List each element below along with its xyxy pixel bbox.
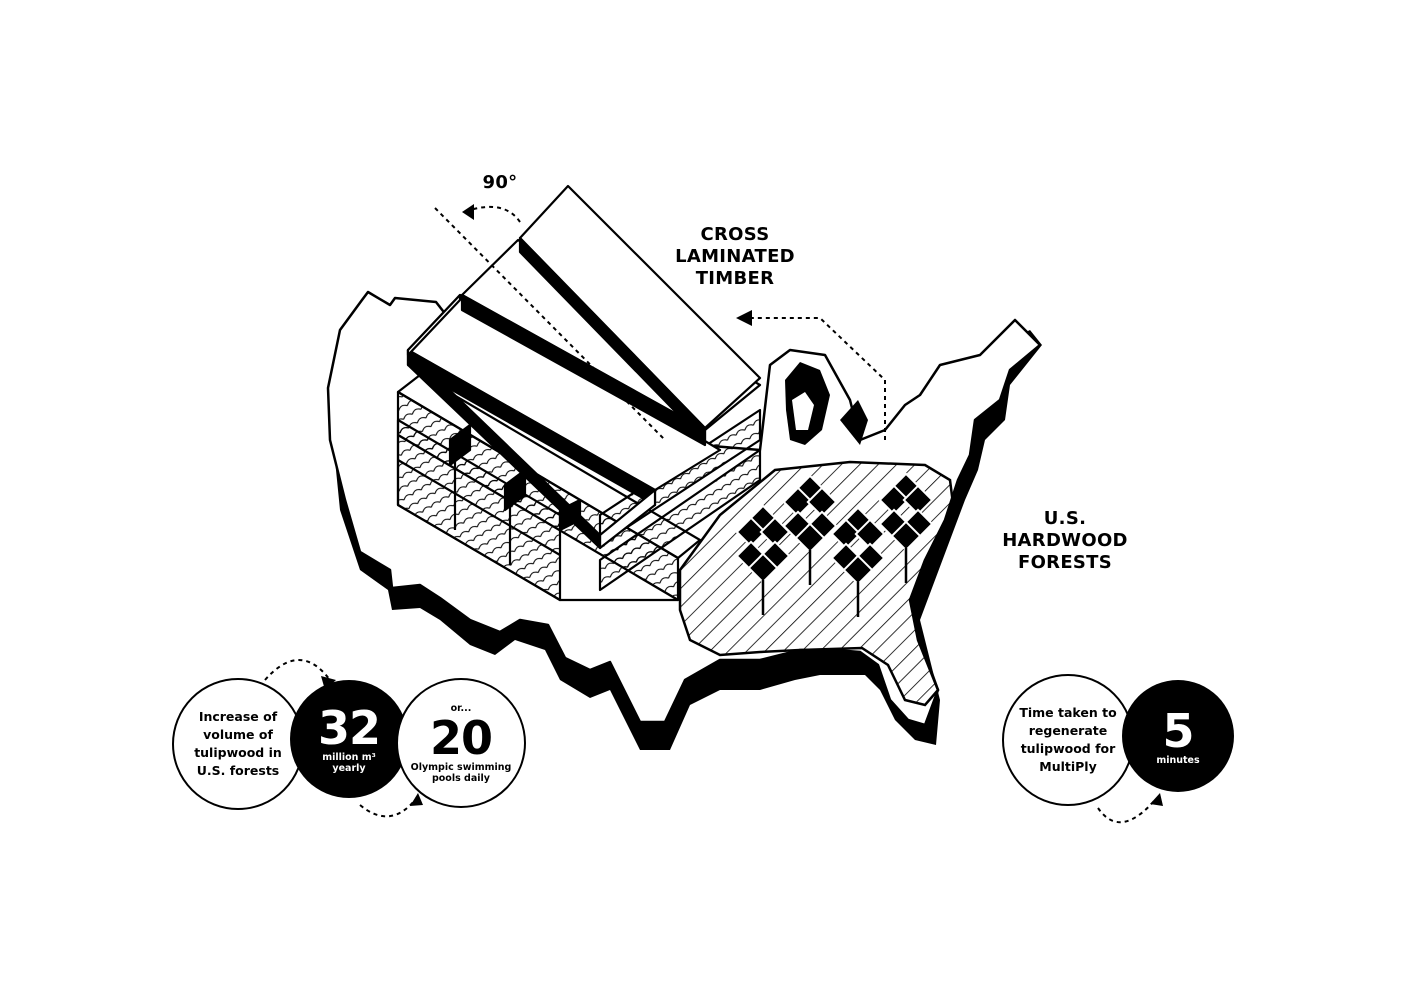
time-text: Time taken to regenerate tulipwood for M… bbox=[1019, 705, 1117, 774]
stat-arrow-top bbox=[264, 659, 331, 681]
arrow-head-icon bbox=[462, 204, 474, 220]
tree-icon bbox=[782, 474, 838, 585]
time-value-circle: 5 minutes bbox=[1122, 680, 1234, 792]
clt-top-boards bbox=[406, 184, 762, 550]
clt-label-line: TIMBER bbox=[695, 268, 775, 289]
forest-label-line: FORESTS bbox=[1017, 552, 1113, 573]
time-circle: Time taken to regenerate tulipwood for M… bbox=[1002, 674, 1134, 806]
volume-value: 32 bbox=[317, 701, 381, 755]
rotation-arrow bbox=[469, 206, 521, 223]
time-unit: minutes bbox=[1156, 754, 1200, 766]
forest-to-clt-arrow bbox=[752, 317, 886, 440]
grain-direction-line bbox=[434, 207, 666, 441]
time-value: 5 bbox=[1162, 703, 1194, 758]
arrowheads bbox=[321, 204, 1163, 806]
tree-icons bbox=[735, 472, 934, 617]
arrow-head-icon bbox=[1150, 793, 1163, 806]
clt-stack bbox=[396, 184, 762, 602]
arrow-head-icon bbox=[736, 310, 752, 326]
clt-lower-layers bbox=[396, 373, 762, 602]
arrows bbox=[264, 206, 1156, 824]
increase-circle: Increase of volume of tulipwood in U.S. … bbox=[172, 678, 304, 810]
tree-icon bbox=[830, 506, 886, 617]
clt-label-line: CROSS bbox=[700, 224, 770, 245]
or-text: or... bbox=[450, 702, 472, 714]
stat-arrow-bottom bbox=[359, 799, 416, 818]
pools-circle: or... 20 Olympic swimming pools daily bbox=[396, 678, 526, 808]
forest-label: U.S. HARDWOOD FORESTS bbox=[985, 508, 1145, 574]
clt-label: CROSS LAMINATED TIMBER bbox=[660, 224, 810, 290]
increase-text: Increase of volume of tulipwood in U.S. … bbox=[194, 709, 282, 778]
tree-icon bbox=[878, 472, 934, 583]
clt-label-line: LAMINATED bbox=[675, 246, 795, 267]
volume-circle: 32 million m³ yearly bbox=[290, 680, 408, 798]
forest-label-line: U.S. bbox=[1043, 508, 1087, 529]
rotation-label: 90° bbox=[482, 172, 518, 193]
volume-unit: million m³ yearly bbox=[322, 752, 376, 774]
time-arrow bbox=[1097, 799, 1156, 824]
tree-icon bbox=[735, 504, 791, 615]
arrow-head-icon bbox=[410, 793, 423, 806]
pools-value: 20 bbox=[429, 710, 493, 765]
forest-label-line: HARDWOOD bbox=[1002, 530, 1128, 551]
pools-text: Olympic swimming pools daily bbox=[410, 761, 512, 784]
